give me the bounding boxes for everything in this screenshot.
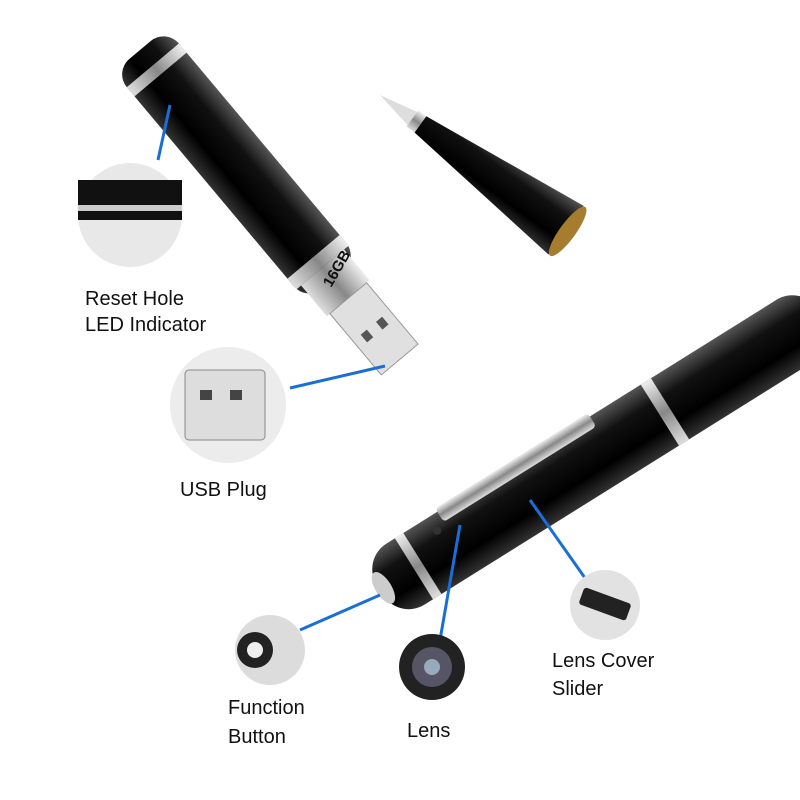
callout-label-lens: Lens bbox=[407, 720, 451, 742]
callout-label-reset-hole: Reset Hole bbox=[85, 288, 184, 310]
callout-label-usb-plug: USB Plug bbox=[180, 479, 267, 501]
callout-label-lens-cover: Lens Cover bbox=[552, 650, 655, 672]
callout-line-reset bbox=[156, 104, 172, 161]
detail-lens bbox=[399, 634, 465, 700]
callout-line-usb bbox=[289, 364, 386, 390]
callout-label-led-indicator: LED Indicator bbox=[85, 314, 207, 336]
pen-cap bbox=[380, 95, 587, 257]
detail-usb-plug bbox=[170, 347, 286, 463]
callout-line-slider bbox=[528, 499, 587, 579]
callout-label-button: Button bbox=[228, 726, 286, 748]
pen-body-usb bbox=[122, 36, 419, 376]
callout-label-function: Function bbox=[228, 697, 305, 719]
callout-line-lens bbox=[438, 524, 462, 641]
detail-function-button bbox=[235, 615, 305, 685]
detail-slider bbox=[570, 570, 640, 640]
callout-lines bbox=[156, 104, 587, 641]
callout-label-slider: Slider bbox=[552, 678, 604, 700]
pen-camera bbox=[371, 295, 800, 610]
callout-line-function bbox=[299, 593, 381, 632]
detail-reset-hole bbox=[78, 163, 182, 267]
